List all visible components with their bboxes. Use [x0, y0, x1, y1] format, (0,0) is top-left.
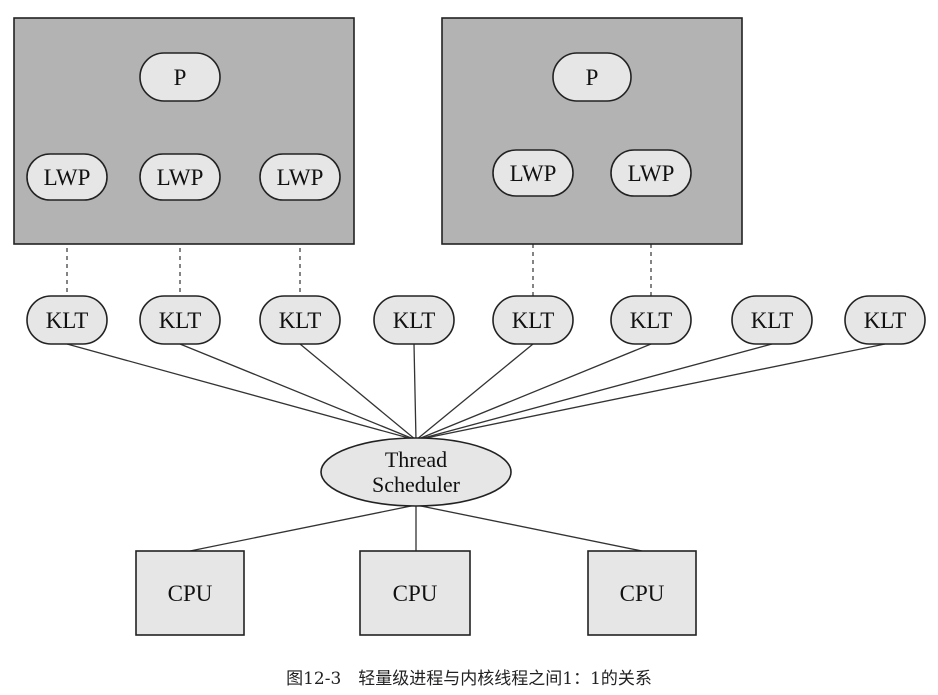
lwp-label: LWP [277, 165, 324, 190]
lwp-node: LWP [610, 149, 692, 197]
lwp-node: LWP [26, 153, 108, 201]
klt-node: KLT [259, 295, 341, 345]
klt-label: KLT [512, 308, 555, 333]
edge-klt3-sched [299, 343, 417, 441]
lwp-label: LWP [44, 165, 91, 190]
process-box-2-frame [441, 17, 743, 245]
thread-scheduler: Thread Scheduler [320, 437, 512, 507]
edge-sched-cpu1 [189, 504, 417, 552]
klt-label: KLT [46, 308, 89, 333]
cpu-label: CPU [168, 581, 213, 606]
klt-label: KLT [159, 308, 202, 333]
edge-klt1-sched [66, 343, 417, 441]
cpu-label: CPU [393, 581, 438, 606]
cpu-box: CPU [359, 550, 471, 636]
lwp-node: LWP [259, 153, 341, 201]
process-node: P [552, 52, 632, 102]
lwp-label: LWP [157, 165, 204, 190]
cpu-box: CPU [587, 550, 697, 636]
klt-label: KLT [630, 308, 673, 333]
process-label: P [586, 65, 599, 90]
klt-node: KLT [610, 295, 692, 345]
process-node: P [139, 52, 221, 102]
klt-node: KLT [492, 295, 574, 345]
edge-klt2-sched [179, 343, 417, 441]
edge-klt4-sched [413, 343, 417, 441]
klt-label: KLT [393, 308, 436, 333]
cpu-row: CPU CPU CPU [135, 550, 697, 636]
klt-node: KLT [844, 295, 926, 345]
scheduler-label-line1: Thread [385, 447, 447, 472]
lwp-label: LWP [628, 161, 675, 186]
klt-node: KLT [139, 295, 221, 345]
process-label: P [174, 65, 187, 90]
lwp-label: LWP [510, 161, 557, 186]
klt-node: KLT [373, 295, 455, 345]
figure-caption: 图12-3 轻量级进程与内核线程之间1：1的关系 [286, 669, 652, 689]
klt-label: KLT [279, 308, 322, 333]
edge-klt6-sched [415, 343, 652, 441]
process-box-2: P LWP LWP [441, 17, 743, 245]
cpu-label: CPU [620, 581, 665, 606]
process-box-1-frame [13, 17, 355, 245]
edge-klt7-sched [415, 343, 773, 441]
edge-klt5-sched [415, 343, 534, 441]
cpu-box: CPU [135, 550, 245, 636]
threading-diagram: P LWP LWP LWP P LWP LWP [13, 17, 926, 636]
klt-label: KLT [751, 308, 794, 333]
klt-row: KLT KLT KLT KLT KLT KLT KLT KLT [26, 295, 926, 345]
lwp-node: LWP [492, 149, 574, 197]
klt-node: KLT [731, 295, 813, 345]
edge-sched-cpu3 [415, 504, 643, 552]
process-box-1: P LWP LWP LWP [13, 17, 355, 245]
edge-klt8-sched [415, 343, 886, 441]
scheduler-label-line2: Scheduler [372, 472, 461, 497]
klt-label: KLT [864, 308, 907, 333]
klt-node: KLT [26, 295, 108, 345]
lwp-node: LWP [139, 153, 221, 201]
